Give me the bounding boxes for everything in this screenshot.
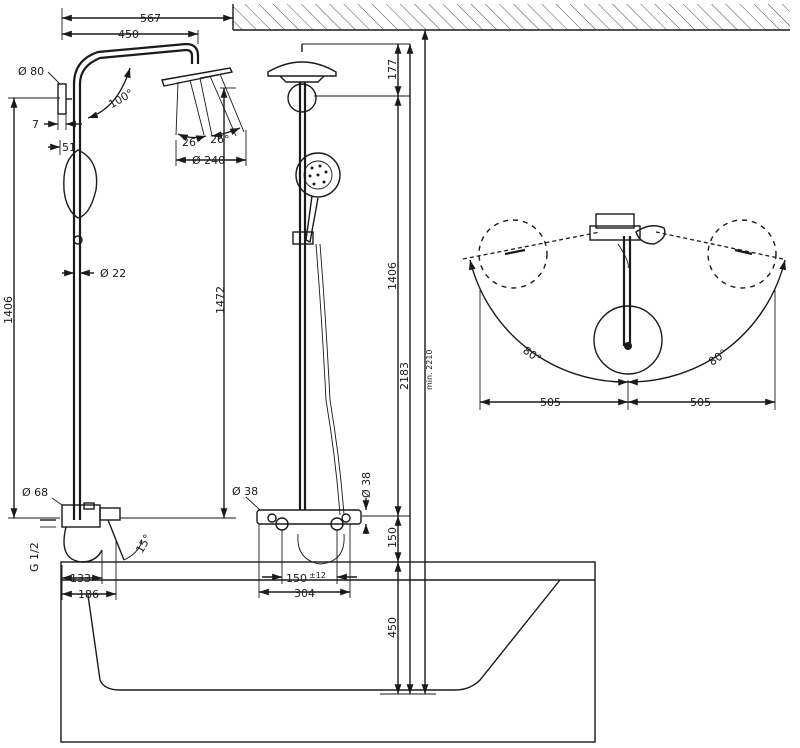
- dim-304: 304: [294, 587, 315, 600]
- dim-26-deg-b: 26°: [210, 133, 230, 146]
- dim-150-tolerance: ±12: [309, 571, 326, 580]
- dim-150: 150: [286, 572, 307, 585]
- top-view: [462, 213, 786, 386]
- dim-51: 51: [62, 141, 76, 154]
- dim-505-right: 505: [690, 396, 711, 409]
- dim-g-1-2: G 1/2: [28, 542, 41, 572]
- dim-2183: 2183: [398, 362, 411, 390]
- dim-15-deg: 15°: [133, 532, 154, 555]
- dim-dia-240: Ø 240: [192, 154, 225, 167]
- dim-dia-38-left: Ø 38: [232, 485, 258, 498]
- dim-80-deg-left: 80°: [520, 344, 543, 366]
- dim-26-deg-a: 26°: [182, 136, 202, 149]
- dim-dia-68: Ø 68: [22, 486, 48, 499]
- dim-1472: 1472: [214, 286, 227, 314]
- dim-150-vertical: 150: [386, 527, 399, 548]
- dim-dia-80: Ø 80: [18, 65, 44, 78]
- ceiling: [232, 4, 790, 31]
- dim-177: 177: [386, 59, 399, 80]
- dim-133: 133: [70, 572, 91, 585]
- dim-dia-38-right: Ø 38: [360, 472, 373, 498]
- hand-shower-nozzles: [308, 164, 328, 186]
- bathtub: [60, 561, 596, 743]
- dim-7: 7: [32, 118, 39, 131]
- dim-505-left: 505: [540, 396, 561, 409]
- dim-186: 186: [78, 588, 99, 601]
- dim-1406-right: 1406: [386, 262, 399, 290]
- dim-dia-22: Ø 22: [100, 267, 126, 280]
- dim-450-vertical: 450: [386, 617, 399, 638]
- dim-min-2210: min. 2210: [425, 349, 434, 390]
- dim-567: 567: [140, 12, 161, 25]
- dim-1406-left: 1406: [2, 296, 15, 324]
- dim-100-deg: 100°: [106, 87, 135, 112]
- dim-450: 450: [118, 28, 139, 41]
- front-shower-column: [256, 44, 362, 565]
- dimension-lines: [8, 8, 776, 695]
